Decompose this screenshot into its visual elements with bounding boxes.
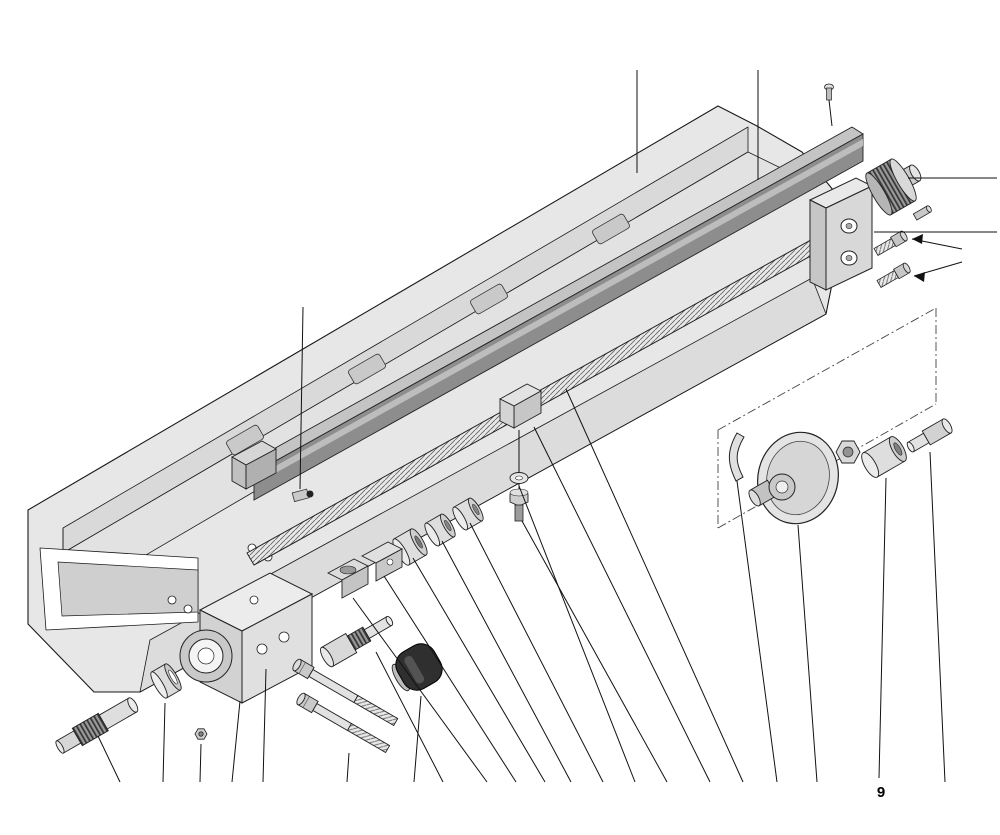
shaft-couplings [327, 541, 403, 599]
end-bracket [808, 177, 874, 291]
grease-fitting [291, 488, 314, 503]
part-number-label: 9 [877, 784, 885, 801]
leadscrew-nut [499, 383, 542, 429]
cap-screws [292, 658, 399, 754]
washer [509, 472, 529, 484]
spacer-sleeves [392, 497, 484, 566]
stepped-pin [320, 616, 394, 668]
hex-bolt [509, 488, 529, 522]
socket-screws [873, 230, 911, 289]
curved-shim [728, 432, 745, 482]
dial-screw [912, 205, 932, 221]
bushing [861, 436, 907, 478]
way-cover [231, 126, 864, 501]
bushing-ring [150, 663, 182, 699]
stepped-shaft [55, 697, 139, 754]
hex-nut [835, 440, 861, 464]
handwheel [748, 431, 839, 525]
leader-lines [97, 70, 997, 783]
bearing-block [179, 572, 314, 704]
knob [391, 643, 443, 692]
small-nut [194, 728, 208, 740]
shaft-pin [906, 418, 953, 453]
graduated-dial [865, 158, 922, 216]
rail-mounting-tabs [226, 213, 630, 456]
tiny-screw-top [824, 83, 834, 127]
